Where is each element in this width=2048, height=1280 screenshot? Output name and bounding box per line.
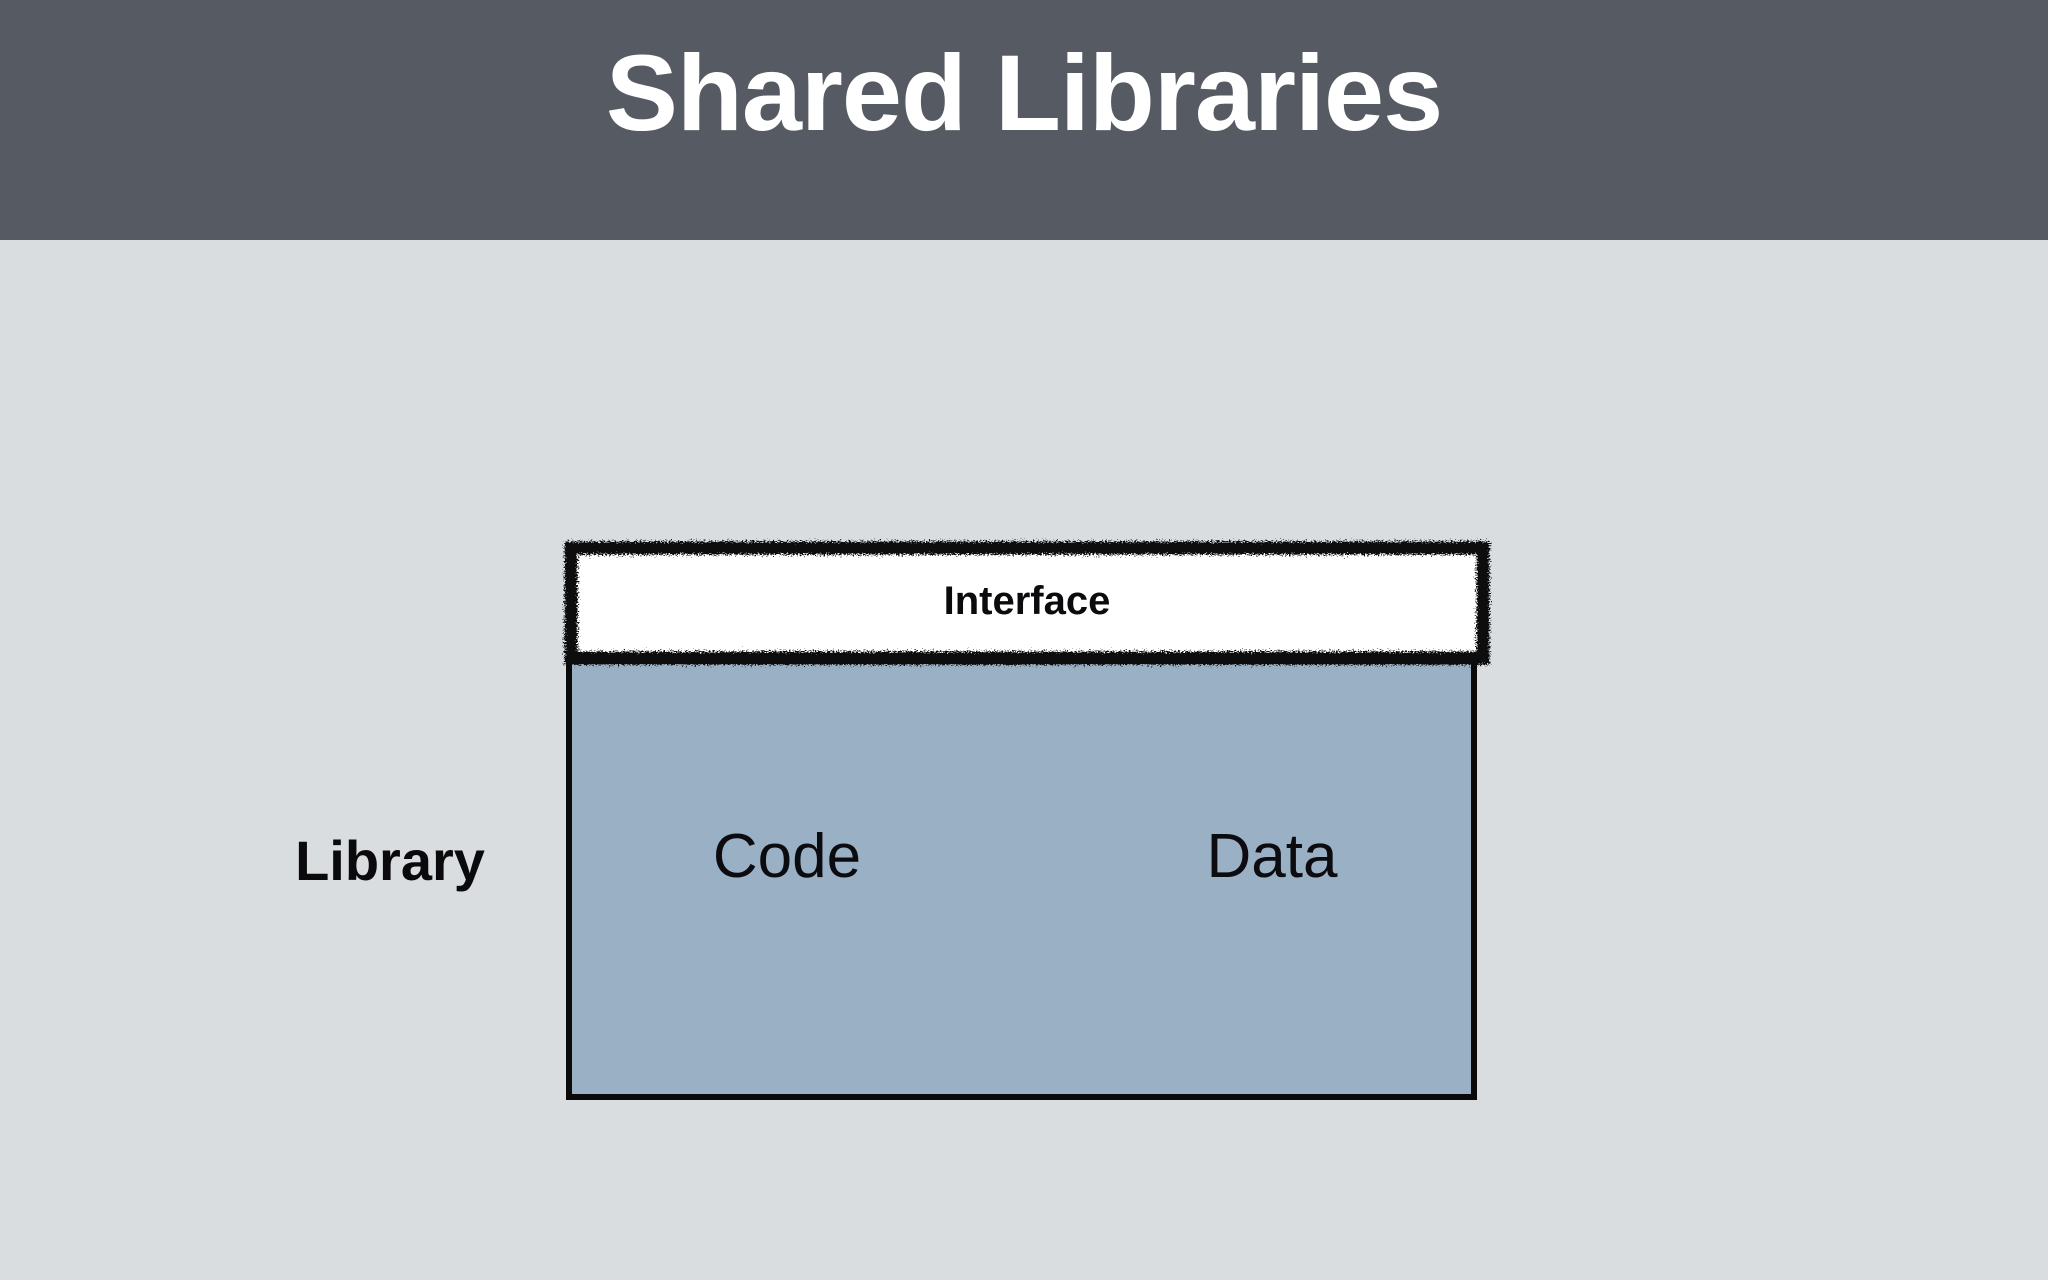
library-segment-code-label: Code: [712, 822, 862, 891]
library-block-inner: Code Data: [572, 664, 1471, 1094]
library-segment-data-label: Data: [1206, 822, 1338, 891]
page-title: Shared Libraries: [605, 32, 1443, 153]
interface-block: Interface: [562, 538, 1492, 668]
header-bar: Shared Libraries: [0, 0, 2048, 240]
library-block: Code Data: [566, 658, 1477, 1100]
interface-label: Interface: [943, 579, 1111, 623]
diagram-canvas: Library Code Data: [0, 240, 2048, 1280]
interface-sketch-border-icon: [564, 541, 1490, 665]
library-caption-label: Library: [295, 829, 485, 892]
